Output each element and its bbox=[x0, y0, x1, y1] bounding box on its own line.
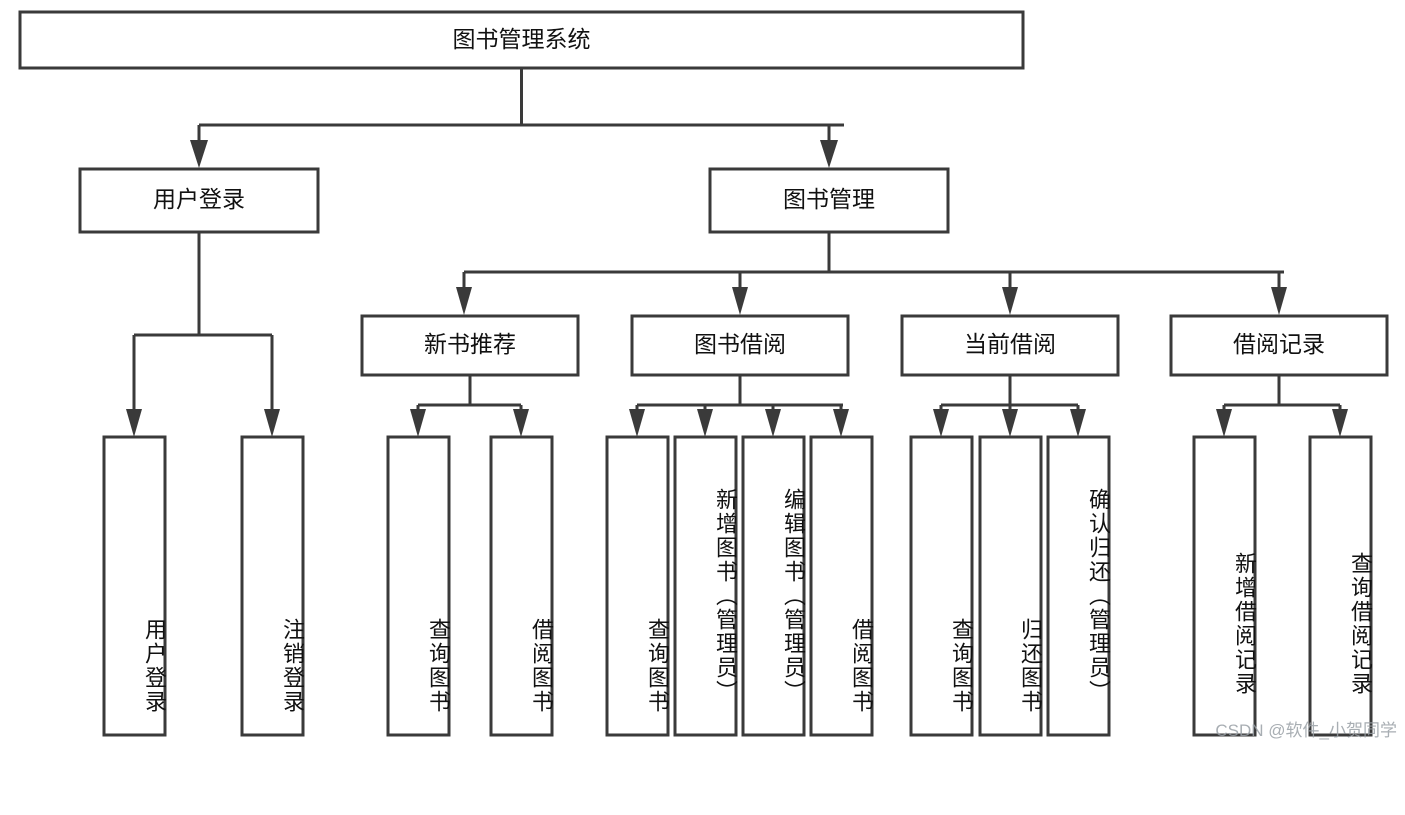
node-leaf-confirm-return[interactable] bbox=[1046, 435, 1111, 737]
arrow-head-leaf-query-book-2 bbox=[629, 409, 645, 437]
node-book-borrow-label: 图书借阅 bbox=[694, 331, 786, 357]
node-book-manage[interactable] bbox=[708, 167, 950, 234]
node-leaf-logout-login[interactable] bbox=[240, 435, 305, 737]
node-root[interactable] bbox=[18, 10, 1025, 70]
arrow-head-leaf-logout-login bbox=[264, 409, 280, 437]
diagram-canvas: 图书管理系统 用户登录 图书管理 新书推荐 图书借阅 当前借阅 借阅记录 用户登… bbox=[18, 10, 1397, 740]
arrow-head-leaf-add-record bbox=[1216, 409, 1232, 437]
node-leaf-borrow-book-2[interactable] bbox=[809, 435, 874, 737]
flowchart-svg: 图书管理系统 用户登录 图书管理 新书推荐 图书借阅 当前借阅 借阅记录 bbox=[18, 10, 1389, 737]
node-borrow-record-label: 借阅记录 bbox=[1233, 331, 1325, 357]
connector-group-userlogin bbox=[126, 232, 280, 437]
node-leaf-return-book[interactable] bbox=[978, 435, 1043, 737]
connector-group-borrowrecord bbox=[1216, 375, 1348, 437]
arrow-head-leaf-query-book-1 bbox=[410, 409, 426, 437]
node-current-borrow-label: 当前借阅 bbox=[964, 331, 1056, 357]
connector-group-bookborrow bbox=[629, 375, 849, 437]
csdn-watermark: CSDN @软件_小贺同学 bbox=[1215, 721, 1397, 740]
arrow-head-leaf-edit-book bbox=[765, 409, 781, 437]
connector-group-newbookrec bbox=[410, 375, 529, 437]
node-leaf-user-login[interactable] bbox=[102, 435, 167, 737]
arrow-head-userlogin bbox=[190, 140, 208, 168]
arrow-head-leaf-return-book bbox=[1002, 409, 1018, 437]
node-leaf-query-record[interactable] bbox=[1308, 435, 1373, 737]
connector-group-currentborrow bbox=[933, 375, 1086, 437]
connector-group-bookmanage bbox=[456, 232, 1287, 315]
connector-group-root bbox=[190, 68, 844, 168]
node-user-login-label: 用户登录 bbox=[153, 186, 245, 212]
node-leaf-add-book[interactable] bbox=[673, 435, 738, 737]
node-root-label: 图书管理系统 bbox=[453, 26, 591, 52]
arrow-head-leaf-query-book-3 bbox=[933, 409, 949, 437]
node-leaf-add-record[interactable] bbox=[1192, 435, 1257, 737]
node-user-login[interactable] bbox=[78, 167, 320, 234]
node-borrow-record[interactable] bbox=[1169, 314, 1389, 377]
node-leaf-borrow-book-1[interactable] bbox=[489, 435, 554, 737]
arrow-head-leaf-user-login bbox=[126, 409, 142, 437]
arrow-head-bookmanage bbox=[820, 140, 838, 168]
arrow-head-book-borrow bbox=[732, 287, 748, 315]
node-leaf-query-book-2[interactable] bbox=[605, 435, 670, 737]
node-leaf-query-book-3[interactable] bbox=[909, 435, 974, 737]
node-leaf-edit-book[interactable] bbox=[741, 435, 806, 737]
arrow-head-leaf-borrow-book-1 bbox=[513, 409, 529, 437]
node-book-manage-label: 图书管理 bbox=[783, 186, 875, 212]
arrow-head-leaf-borrow-book-2 bbox=[833, 409, 849, 437]
node-new-book-rec[interactable] bbox=[360, 314, 580, 377]
arrow-head-leaf-confirm-return bbox=[1070, 409, 1086, 437]
arrow-head-leaf-query-record bbox=[1332, 409, 1348, 437]
node-current-borrow[interactable] bbox=[900, 314, 1120, 377]
arrow-head-current-borrow bbox=[1002, 287, 1018, 315]
node-leaf-query-book-1[interactable] bbox=[386, 435, 451, 737]
arrow-head-new-book-rec bbox=[456, 287, 472, 315]
node-new-book-rec-label: 新书推荐 bbox=[424, 331, 516, 357]
arrow-head-leaf-add-book bbox=[697, 409, 713, 437]
node-book-borrow[interactable] bbox=[630, 314, 850, 377]
arrow-head-borrow-record bbox=[1271, 287, 1287, 315]
